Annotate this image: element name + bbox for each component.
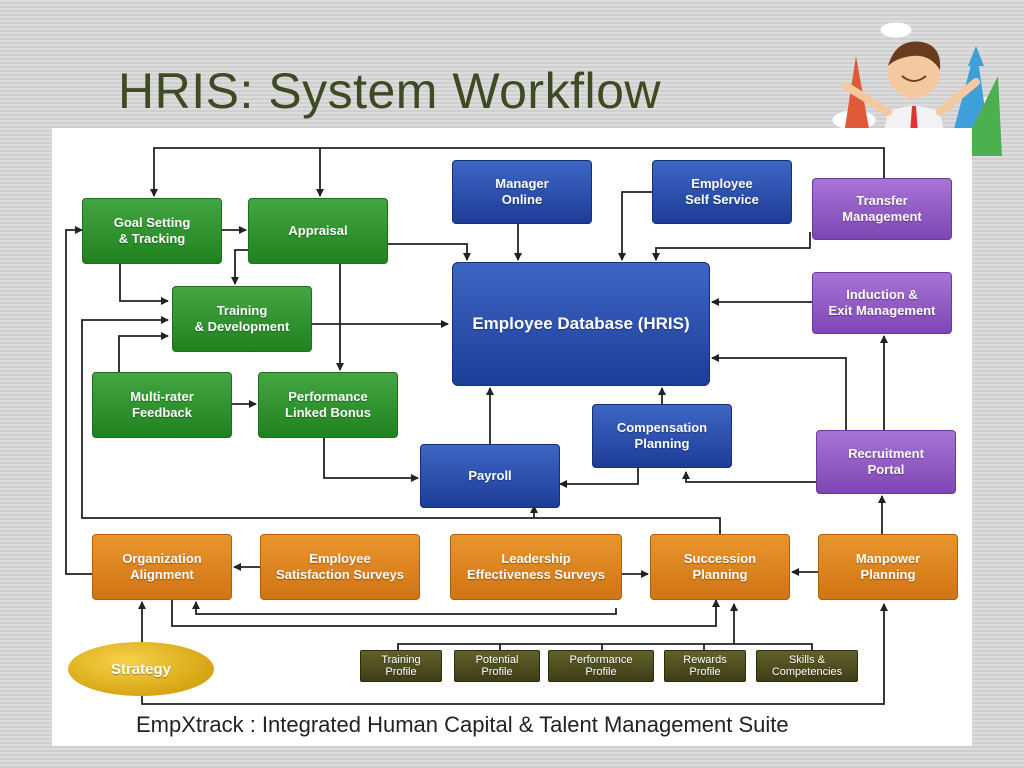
node-goal-setting: Goal Setting & Tracking xyxy=(82,198,222,264)
connector-lines xyxy=(65,147,888,705)
node-payroll: Payroll xyxy=(420,444,560,508)
node-skills-competencies: Skills & Competencies xyxy=(756,650,858,682)
node-succession-planning: Succession Planning xyxy=(650,534,790,600)
node-employee-self-service: Employee Self Service xyxy=(652,160,792,224)
node-manager-online: Manager Online xyxy=(452,160,592,224)
node-rewards-profile: Rewards Profile xyxy=(664,650,746,682)
node-multi-rater-feedback: Multi-rater Feedback xyxy=(92,372,232,438)
node-appraisal: Appraisal xyxy=(248,198,388,264)
node-manpower-planning: Manpower Planning xyxy=(818,534,958,600)
node-strategy: Strategy xyxy=(68,642,214,696)
slide-title: HRIS: System Workflow xyxy=(118,63,661,119)
node-organization-alignment: Organization Alignment xyxy=(92,534,232,600)
workflow-diagram: Goal Setting & Tracking Appraisal Traini… xyxy=(52,128,972,746)
node-performance-linked-bonus: Performance Linked Bonus xyxy=(258,372,398,438)
node-performance-profile: Performance Profile xyxy=(548,650,654,682)
node-induction-exit-management: Induction & Exit Management xyxy=(812,272,952,334)
node-potential-profile: Potential Profile xyxy=(454,650,540,682)
node-compensation-planning: Compensation Planning xyxy=(592,404,732,468)
node-recruitment-portal: Recruitment Portal xyxy=(816,430,956,494)
node-training-profile: Training Profile xyxy=(360,650,442,682)
node-training-development: Training & Development xyxy=(172,286,312,352)
node-employee-database: Employee Database (HRIS) xyxy=(452,262,710,386)
node-transfer-management: Transfer Management xyxy=(812,178,952,240)
footer-caption: EmpXtrack : Integrated Human Capital & T… xyxy=(136,712,789,737)
node-leadership-effectiveness-surveys: Leadership Effectiveness Surveys xyxy=(450,534,622,600)
node-employee-satisfaction-surveys: Employee Satisfaction Surveys xyxy=(260,534,420,600)
